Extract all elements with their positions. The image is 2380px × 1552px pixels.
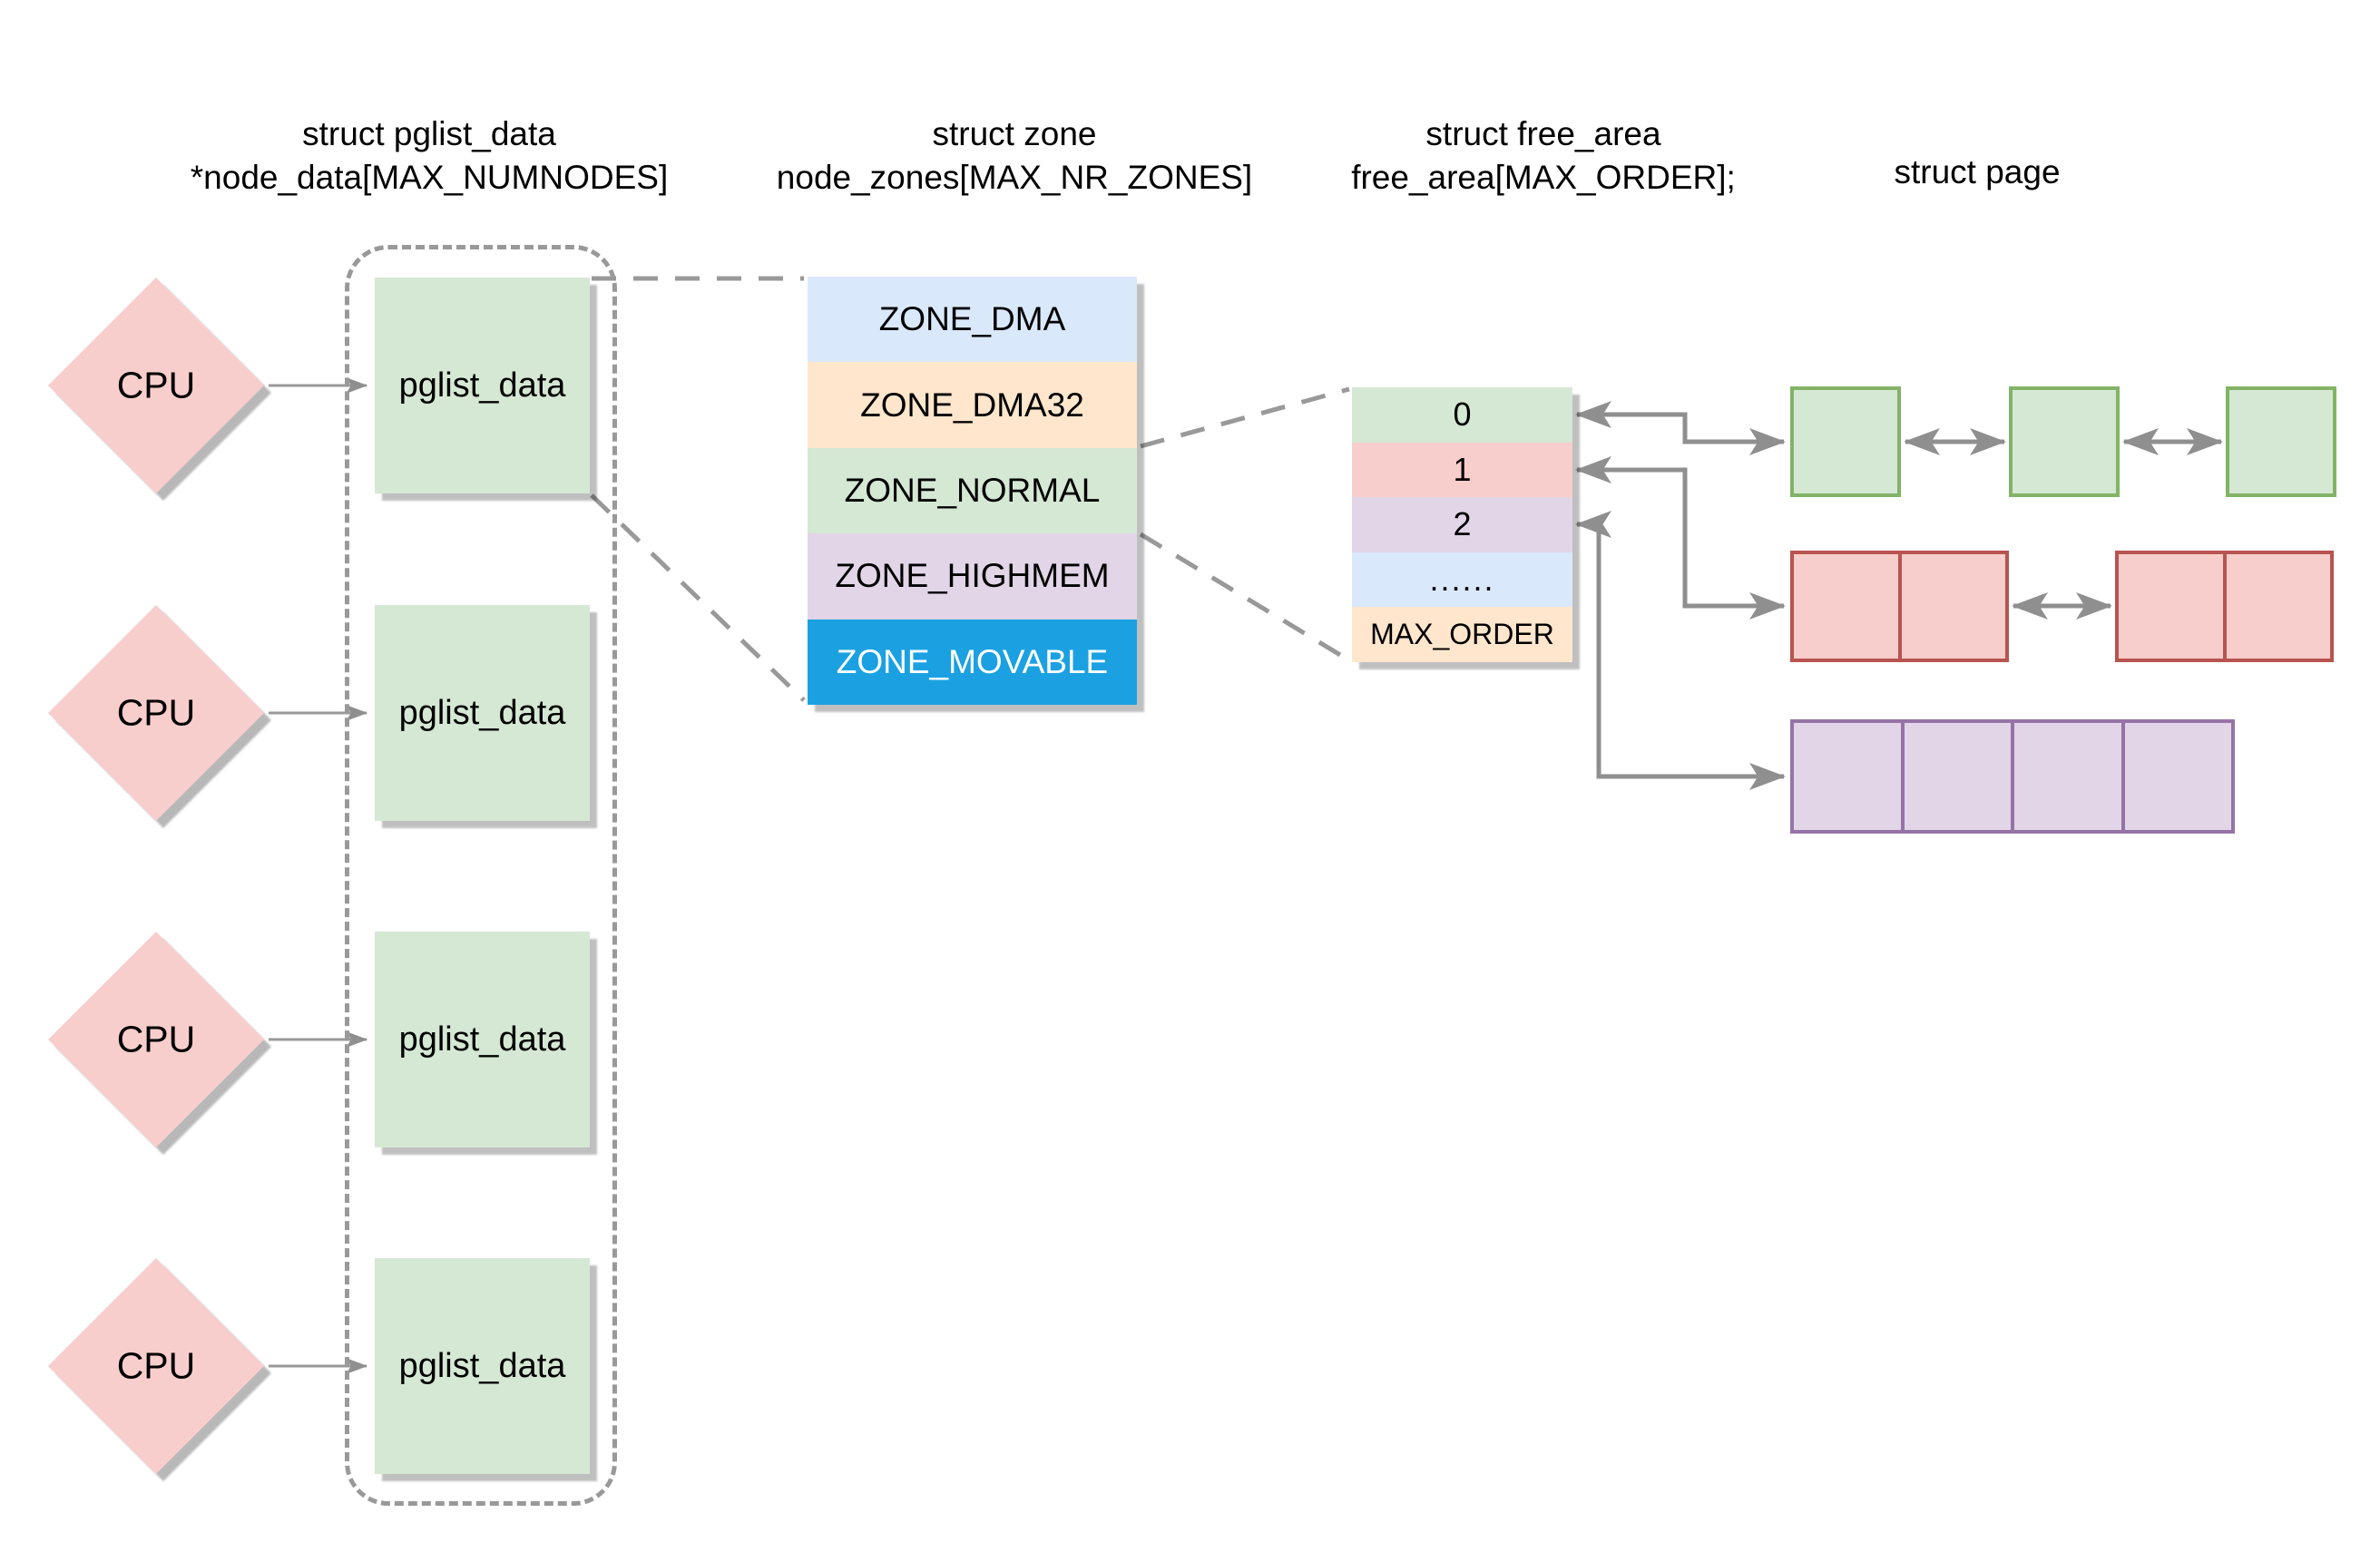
header-free-area: struct free_area free_area[MAX_ORDER]; (1351, 112, 1736, 200)
free-area-row-0: 0 (1352, 387, 1572, 443)
free-area-row-max-order: MAX_ORDER (1352, 607, 1572, 662)
page-block-order1-2 (2115, 551, 2334, 662)
cpu-label-1: CPU (116, 364, 196, 406)
header-pglist-line1: struct pglist_data (302, 115, 556, 152)
zone-row-normal: ZONE_NORMAL (808, 447, 1137, 534)
page-cell (2013, 390, 2116, 493)
zoom-line-zone-freearea-bottom (1139, 532, 1351, 663)
free-area-table: 0 1 2 ...... MAX_ORDER (1352, 387, 1572, 662)
pglist-data-box-2: pglist_data (375, 605, 590, 821)
free-area-row-1: 1 (1352, 442, 1572, 498)
page-cell (1900, 723, 2012, 830)
header-page: struct page (1894, 151, 2060, 194)
pglist-data-box-3: pglist_data (375, 932, 590, 1147)
zoom-line-zone-freearea-top (1140, 386, 1350, 449)
header-free-area-line1: struct free_area (1425, 115, 1661, 152)
free-area-row-2: 2 (1352, 497, 1572, 552)
freearea-order1-connector (1574, 456, 1787, 620)
freearea-order0-connector (1574, 401, 1787, 455)
header-zone-line2: node_zones[MAX_NR_ZONES] (776, 159, 1253, 196)
page-block-order1-1 (1790, 551, 2009, 662)
page-cell (2011, 723, 2121, 830)
header-page-line1: struct page (1894, 153, 2061, 190)
freearea-order2-connector (1574, 511, 1787, 790)
header-pglist-line2: *node_data[MAX_NUMNODES] (190, 159, 669, 196)
page-cell (2229, 390, 2333, 493)
zoom-line-pglist-zone-bottom (590, 493, 806, 702)
zone-row-movable: ZONE_MOVABLE (808, 619, 1137, 706)
node-data-array-container (345, 245, 617, 1506)
zone-row-highmem: ZONE_HIGHMEM (808, 533, 1137, 620)
cpu-label-4: CPU (116, 1344, 196, 1387)
header-free-area-line2: free_area[MAX_ORDER]; (1351, 159, 1736, 196)
zone-row-dma: ZONE_DMA (808, 277, 1137, 363)
page-block-order0-3 (2226, 386, 2336, 497)
page-block-order0-2 (2009, 386, 2120, 497)
page-block-order0-1 (1790, 386, 1901, 497)
page-cell (2120, 723, 2232, 830)
page-block-order2-1 (1790, 719, 2235, 834)
zone-stack: ZONE_DMA ZONE_DMA32 ZONE_NORMAL ZONE_HIG… (808, 277, 1137, 706)
header-pglist-data: struct pglist_data *node_data[MAX_NUMNOD… (191, 112, 668, 200)
page-cell (1794, 554, 1898, 659)
page-cell (1897, 554, 2006, 659)
page-cell (1794, 723, 1901, 830)
header-zone: struct zone node_zones[MAX_NR_ZONES] (777, 112, 1252, 200)
page-cell (1794, 390, 1897, 493)
free-area-row-ellipsis: ...... (1352, 551, 1572, 608)
cpu-label-2: CPU (116, 691, 196, 734)
page-cell (2119, 554, 2223, 659)
pglist-data-box-4: pglist_data (375, 1258, 590, 1474)
header-zone-line1: struct zone (932, 115, 1097, 152)
pglist-data-box-1: pglist_data (375, 278, 590, 493)
zone-row-dma32: ZONE_DMA32 (808, 362, 1137, 448)
page-cell (2222, 554, 2331, 659)
cpu-label-3: CPU (116, 1018, 196, 1060)
